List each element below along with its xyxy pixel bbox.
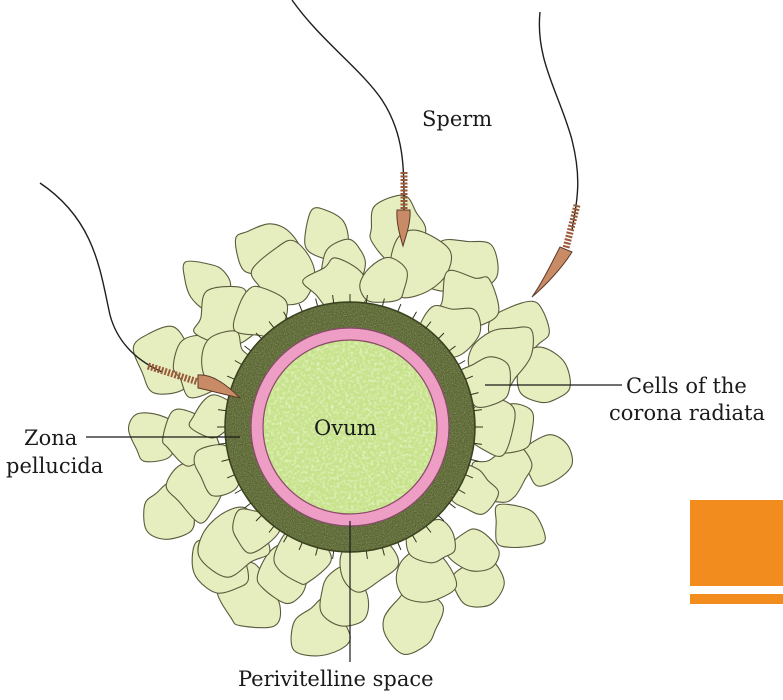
zona-villus-38 <box>381 298 385 307</box>
corona-cell-1 <box>494 503 546 549</box>
sperm-2 <box>531 11 581 298</box>
zona-villus-4 <box>458 489 466 494</box>
zona-villus-47 <box>473 409 482 412</box>
zona-villus-28 <box>234 360 242 365</box>
zona-villus-31 <box>268 321 275 329</box>
zona-villus-7 <box>425 525 432 533</box>
zona-villus-14 <box>315 547 319 556</box>
sperm-1 <box>291 0 411 248</box>
zona-villus-30 <box>255 332 262 339</box>
zona-villus-27 <box>226 375 235 380</box>
sperm-label: Sperm <box>422 107 493 131</box>
zona-villus-29 <box>244 345 252 352</box>
zona-villus-13 <box>332 550 335 559</box>
zona-villus-42 <box>438 332 445 339</box>
zona-villus-19 <box>244 502 252 509</box>
sperm-3-head <box>197 374 242 399</box>
zona-villus-34 <box>315 298 319 307</box>
ovum-texture <box>264 341 436 513</box>
zona-villus-5 <box>448 502 456 509</box>
zona-villus-25 <box>218 409 227 412</box>
zona-villus-2 <box>470 458 479 462</box>
sperm-3 <box>39 182 242 399</box>
zona-villus-23 <box>218 442 227 445</box>
zona-villus-6 <box>438 515 445 522</box>
ovum-label: Ovum <box>314 416 377 440</box>
zona-villus-22 <box>221 458 230 462</box>
zona-villus-35 <box>332 295 335 304</box>
sperm-1-tail <box>291 0 405 213</box>
zona-villus-11 <box>365 550 368 559</box>
zona-villus-43 <box>448 345 456 352</box>
zona-villus-37 <box>365 295 368 304</box>
zona-villus-33 <box>298 303 303 312</box>
corona-radiata-cells <box>127 194 573 657</box>
corona-label-line2: corona radiata <box>609 401 766 425</box>
zona-villus-45 <box>465 375 474 380</box>
zona-villus-39 <box>397 303 402 312</box>
zona-villus-10 <box>381 547 385 556</box>
zona-villus-16 <box>283 535 288 543</box>
zona-villus-41 <box>425 321 432 329</box>
sperm-1-head <box>396 209 411 248</box>
sperm-3-tail <box>39 182 163 373</box>
zona-villus-17 <box>268 525 275 533</box>
zona-villus-20 <box>234 489 242 494</box>
zona-villus-9 <box>397 542 402 551</box>
zona-villus-18 <box>255 515 262 522</box>
corona-cell-27 <box>250 239 316 306</box>
perivitelline-label: Perivitelline space <box>238 667 434 691</box>
zona-label-line1: Zona <box>24 426 78 450</box>
sperm-2-tail <box>538 11 579 231</box>
zona-villus-8 <box>412 535 417 543</box>
zona-villus-40 <box>412 311 417 319</box>
zona-label-line2: pellucida <box>6 454 104 478</box>
orange-accent-block <box>690 500 783 586</box>
zona-villus-1 <box>473 442 482 445</box>
zona-villus-46 <box>470 392 479 396</box>
sperm-3-midpiece <box>146 362 200 386</box>
zona-villus-3 <box>465 474 474 479</box>
sperm-2-midpiece <box>562 204 581 249</box>
zona-villus-44 <box>458 360 466 365</box>
sperm-2-head <box>531 246 573 298</box>
corona-label-line1: Cells of the <box>626 374 747 398</box>
zona-villus-32 <box>283 311 288 319</box>
zona-villus-15 <box>298 542 303 551</box>
orange-accent-stripe <box>690 594 783 604</box>
corona-cell-44 <box>359 256 408 303</box>
zona-villus-21 <box>226 474 235 479</box>
